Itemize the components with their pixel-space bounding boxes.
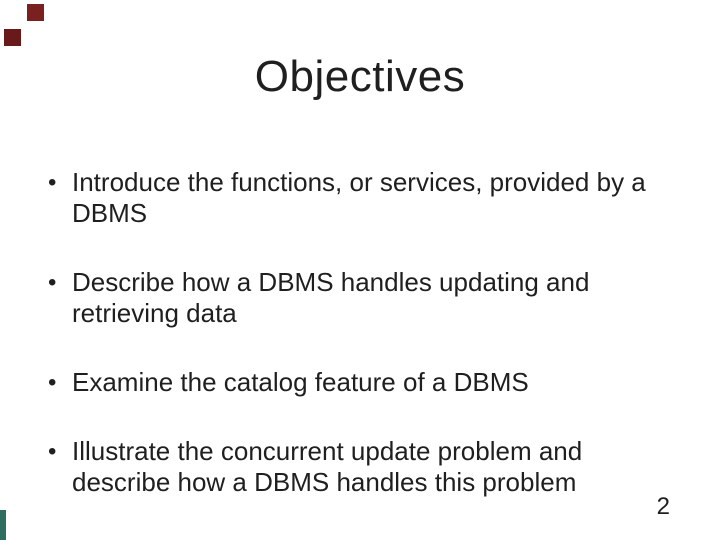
corner-accent-square-lower xyxy=(4,29,21,46)
page-number: 2 xyxy=(656,493,670,520)
objective-item-3: Examine the catalog feature of a DBMS xyxy=(40,367,684,398)
corner-accent-square-upper xyxy=(27,4,44,21)
slide-title: Objectives xyxy=(254,52,466,101)
objectives-list: Introduce the functions, or services, pr… xyxy=(40,136,684,540)
objective-item-5: Explain the data recovery process in a d… xyxy=(40,536,684,540)
objective-item-1: Introduce the functions, or services, pr… xyxy=(40,167,684,229)
objective-item-2: Describe how a DBMS handles updating and… xyxy=(40,267,684,329)
bottom-left-accent-bar xyxy=(0,510,6,540)
objective-item-4: Illustrate the concurrent update problem… xyxy=(40,436,684,498)
